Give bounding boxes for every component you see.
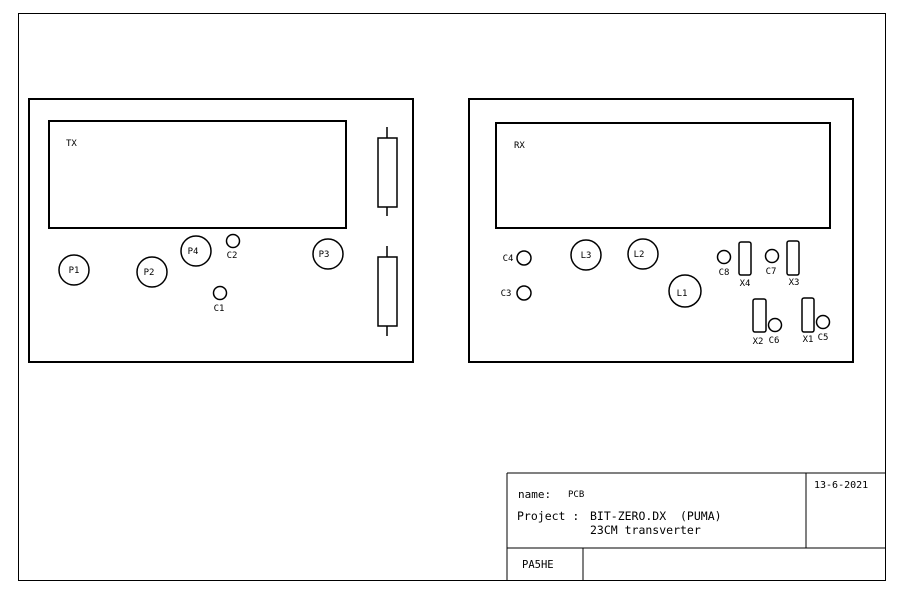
c5-label: C5 [818,333,829,343]
rx-cap-c5: C5 [815,314,831,343]
title-block: name: PCB 13-6-2021 Project : BIT-ZERO.D… [506,472,885,580]
c8-label: C8 [719,268,730,278]
tx-panel: TX P1 P2 P4 P3 [28,98,414,363]
rx-display-window [495,122,831,229]
tx-label: TX [66,139,77,149]
rx-coil-l3: L3 [570,239,602,271]
p4-label: P4 [188,247,199,257]
name-value: PCB [568,490,584,500]
rx-cap-c8: C8 [716,249,732,278]
tx-pot-p3: P3 [312,238,344,270]
tx-resistor-bottom [377,246,398,336]
rx-label: RX [514,141,525,151]
tx-pot-p1: P1 [58,254,90,286]
rx-crystal-x1: X1 [801,297,815,345]
tx-pot-p2: P2 [136,256,168,288]
tx-resistor-top [377,127,398,216]
l2-label: L2 [634,250,645,260]
rx-crystal-x2: X2 [752,298,767,347]
project-label: Project : [517,509,579,523]
c7-label: C7 [766,267,777,277]
sheet-border [18,13,886,581]
date-value: 13-6-2021 [814,480,868,491]
author-value: PA5HE [522,559,554,571]
rx-cap-c6: C6 [767,317,783,346]
tx-panel-outline [28,98,414,363]
c1-label: C1 [214,304,225,314]
name-label: name: [518,488,551,501]
tx-pot-p4: P4 [180,235,212,267]
rx-cap-c7: C7 [764,248,780,277]
rx-panel: RX C4 C3 L3 L2 L1 C8 X4 [468,98,854,363]
rx-cap-c3: C3 [501,285,532,301]
x4-label: X4 [740,279,751,289]
project-name: BIT-ZERO.DX (PUMA) [590,509,722,523]
tx-cap-c1: C1 [212,285,228,314]
rx-crystal-x3: X3 [786,240,800,288]
x1-label: X1 [803,335,814,345]
c4-label: C4 [503,254,514,264]
rx-panel-outline [468,98,854,363]
c6-label: C6 [769,336,780,346]
x2-label: X2 [753,337,764,347]
tx-display-window [48,120,347,229]
tx-cap-c2: C2 [225,233,241,261]
l3-label: L3 [581,251,592,261]
rx-crystal-x4: X4 [738,241,752,289]
c2-label: C2 [227,251,238,261]
l1-label: L1 [677,289,688,299]
x3-label: X3 [789,278,800,288]
p1-label: P1 [69,266,80,276]
rx-coil-l2: L2 [627,238,659,270]
p2-label: P2 [144,268,155,278]
rx-coil-l1: L1 [668,274,702,308]
rx-cap-c4: C4 [503,250,532,266]
c3-label: C3 [501,289,512,299]
project-description: 23CM transverter [590,523,701,537]
p3-label: P3 [319,250,330,260]
